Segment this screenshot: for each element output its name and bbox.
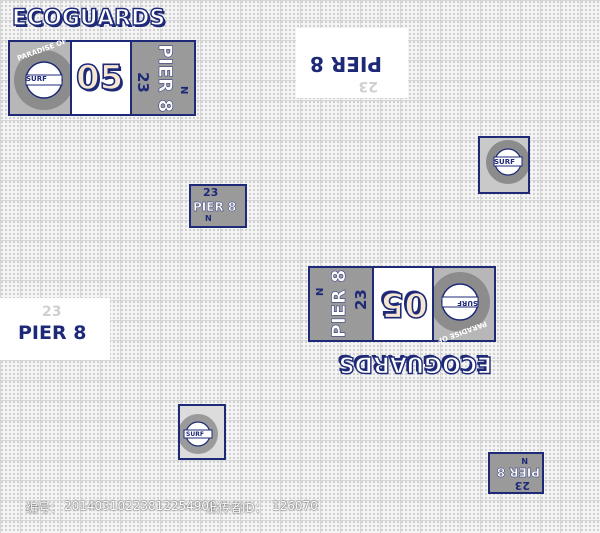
pier-tile: PIER 8 23 N [132,42,194,114]
watermark-uploader-id: 126070 [272,499,318,513]
pier-label: PIER 8 [309,52,382,76]
pier-tile-small: 23 PIER 8 N [189,184,247,228]
badge-tile: SURF PARADISE OF [430,268,494,345]
pier-mark: N [315,287,326,296]
pier-motif-top: 23 PIER 8 [296,28,408,98]
divider [372,268,374,340]
pier-tile: PIER 8 23 N [310,268,372,340]
pier-label: PIER 8 [18,322,87,344]
pier-mark: N [205,214,212,223]
pier-motif-left: 23 PIER 8 [0,298,110,360]
pier-label: PIER 8 [496,465,541,479]
pier-number: 23 [203,186,219,199]
ecoguards-motif-top-left: ECOGUARDS SURF PARADISE OF 05 PIER 8 23 … [8,4,198,116]
surf-badge-icon [14,50,74,110]
pier-number-faint: 23 [42,304,62,320]
brand-panel: SURF PARADISE OF 05 PIER 8 23 N [8,37,196,116]
pier-number: 23 [514,479,530,492]
surf-badge-icon [480,138,530,192]
divider [70,42,72,114]
pier-number: 23 [134,72,152,93]
divider [432,268,434,340]
surf-badge-icon [178,406,224,458]
surf-badge-icon [430,272,490,332]
badge-center-text: SURF [494,158,515,166]
divider [130,42,132,114]
ecoguards-motif-center-right: ECOGUARDS SURF PARADISE OF 05 PIER 8 23 … [306,266,496,378]
number-05: 05 [75,57,124,99]
pier-mark: N [178,86,189,95]
pier-tile-small-bottom: 23 PIER 8 N [488,452,544,494]
badge-motif-top-right: SURF [478,136,530,194]
watermark-footer: 编号： 20140310223812254900 上传者ID： 126070 [0,497,600,517]
badge-center-text: SURF [457,299,478,307]
pier-label: PIER 8 [154,44,177,113]
brand-title: ECOGUARDS [11,5,166,31]
pier-label: PIER 8 [193,200,237,214]
badge-motif-bottom: SURF [178,404,226,460]
watermark-id: 20140310223812254900 [64,499,217,513]
pier-mark: N [521,456,528,465]
badge-tile: SURF PARADISE OF [10,37,74,114]
number-05: 05 [380,283,429,325]
pier-number: 23 [352,289,370,310]
badge-center-text: SURF [186,431,204,438]
pier-label: PIER 8 [328,269,351,338]
watermark-uploader-label: 上传者ID： [206,501,267,515]
watermark-label: 编号： [26,501,63,515]
badge-center-text: SURF [26,75,47,83]
brand-panel: SURF PARADISE OF 05 PIER 8 23 N [308,266,496,345]
pier-number-faint: 23 [358,78,378,94]
brand-title: ECOGUARDS [338,350,493,376]
